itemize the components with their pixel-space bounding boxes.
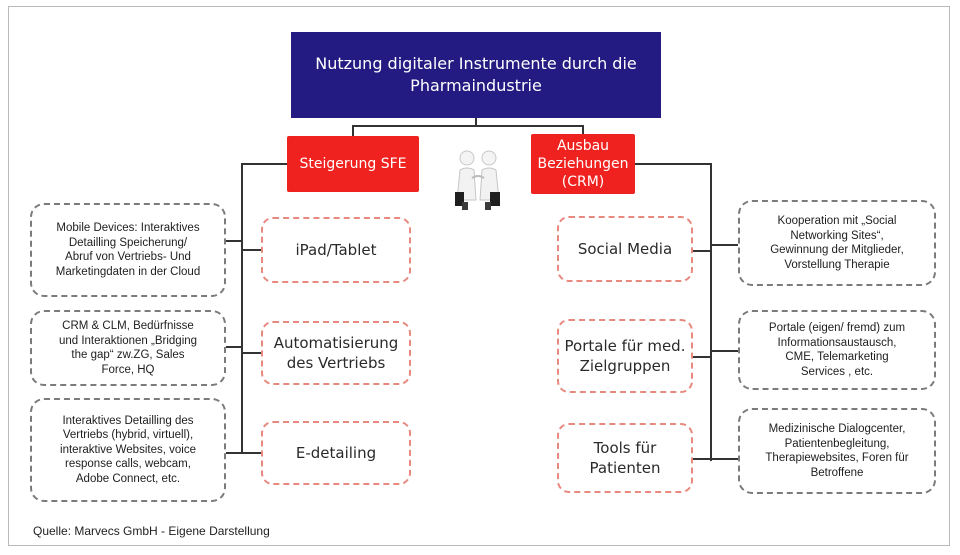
detail-mobile-devices: Mobile Devices: Interaktives Detailling … [30, 203, 226, 297]
left-detail-link-2 [225, 346, 241, 348]
right-spine [710, 163, 712, 461]
connector-to-left-branch [352, 125, 354, 136]
right-link-3 [693, 458, 710, 460]
detail-crm-clm: CRM & CLM, Bedürfnisse und Interaktionen… [30, 310, 226, 386]
connector-to-right-branch [582, 125, 584, 134]
left-detail-link-3 [225, 452, 241, 454]
left-spine-top [241, 163, 287, 165]
diagram-frame [8, 6, 950, 546]
detail-kooperation: Kooperation mit „Social Networking Sites… [738, 200, 936, 286]
left-link-3 [241, 452, 261, 454]
detail-portale: Portale (eigen/ fremd) zum Informationsa… [738, 310, 936, 390]
branch-right-header: Ausbau Beziehungen (CRM) [531, 134, 635, 194]
left-link-1 [241, 249, 261, 251]
right-detail-link-1 [710, 244, 738, 246]
item-tools-patienten: Tools für Patienten [557, 423, 693, 493]
item-automatisierung: Automatisierung des Vertriebs [261, 321, 411, 385]
right-detail-link-3 [710, 458, 738, 460]
connector-title-down [475, 118, 477, 126]
source-caption: Quelle: Marvecs GmbH - Eigene Darstellun… [33, 524, 270, 538]
connector-title-horizontal [352, 125, 584, 127]
branch-left-header: Steigerung SFE [287, 136, 419, 192]
right-link-1 [693, 250, 710, 252]
item-portale: Portale für med. Zielgruppen [557, 319, 693, 393]
diagram-title: Nutzung digitaler Instrumente durch die … [291, 32, 661, 118]
right-detail-link-2 [710, 350, 738, 352]
item-ipad-tablet: iPad/Tablet [261, 217, 411, 283]
item-social-media: Social Media [557, 216, 693, 282]
left-detail-link-1 [225, 240, 241, 242]
two-people-icon [455, 150, 500, 210]
detail-interaktives-detailling: Interaktives Detailling des Vertriebs (h… [30, 398, 226, 502]
right-link-2 [693, 356, 710, 358]
item-e-detailing: E-detailing [261, 421, 411, 485]
detail-dialogcenter: Medizinische Dialogcenter, Patientenbegl… [738, 408, 936, 494]
left-link-2 [241, 352, 261, 354]
right-spine-top [635, 163, 712, 165]
left-spine [241, 163, 243, 454]
